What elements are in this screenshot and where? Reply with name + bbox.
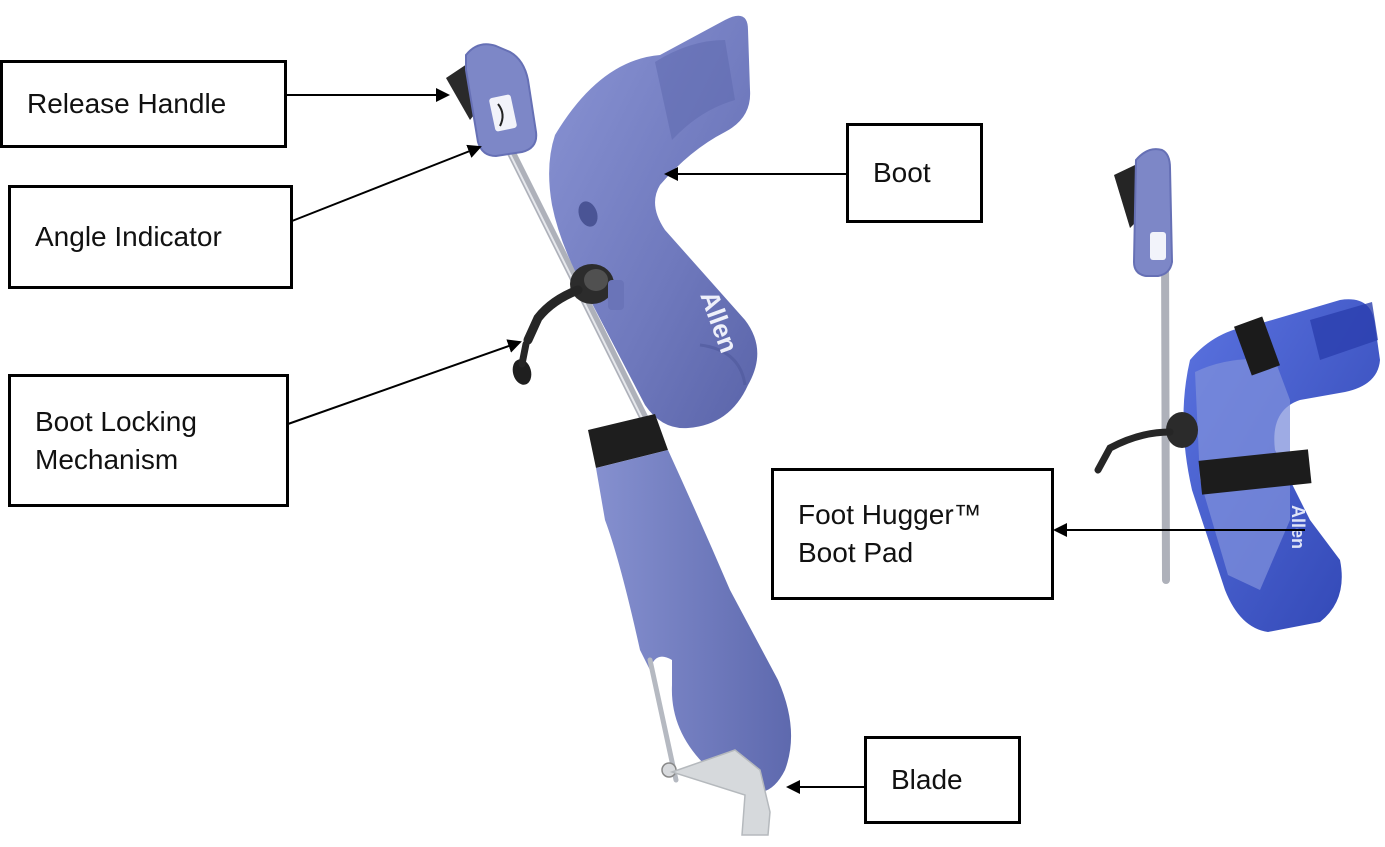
label-angle-indicator: Angle Indicator [8,185,293,289]
label-boot-locking-mechanism: Boot Locking Mechanism [8,374,289,507]
svg-text:Allen: Allen [1288,505,1308,549]
leader-arrows [287,88,1305,794]
boot-part: Allen [549,15,758,429]
label-blade-text: Blade [891,764,963,795]
padded-device: Allen [1094,148,1380,632]
pad-brand-logo: Allen [1288,505,1308,549]
label-blade: Blade [864,736,1021,824]
label-foot-hugger-text: Foot Hugger™ Boot Pad [798,499,982,568]
label-release-handle: Release Handle [0,60,287,148]
label-boot: Boot [846,123,983,223]
blade-part [669,749,771,836]
small-support-rod [1161,236,1170,584]
locking-mechanism-part [512,264,624,385]
label-boot-text: Boot [873,157,931,188]
label-foot-hugger-boot-pad: Foot Hugger™ Boot Pad [771,468,1054,600]
boot-locking-arrow [287,339,522,425]
main-device: Allen [446,15,792,836]
label-angle-indicator-text: Angle Indicator [35,221,222,252]
grip-part [588,414,792,793]
label-boot-locking-mechanism-text: Boot Locking Mechanism [35,405,197,475]
label-release-handle-text: Release Handle [27,88,227,119]
angle-indicator-arrow [291,144,482,222]
release-handle-part [446,43,538,158]
